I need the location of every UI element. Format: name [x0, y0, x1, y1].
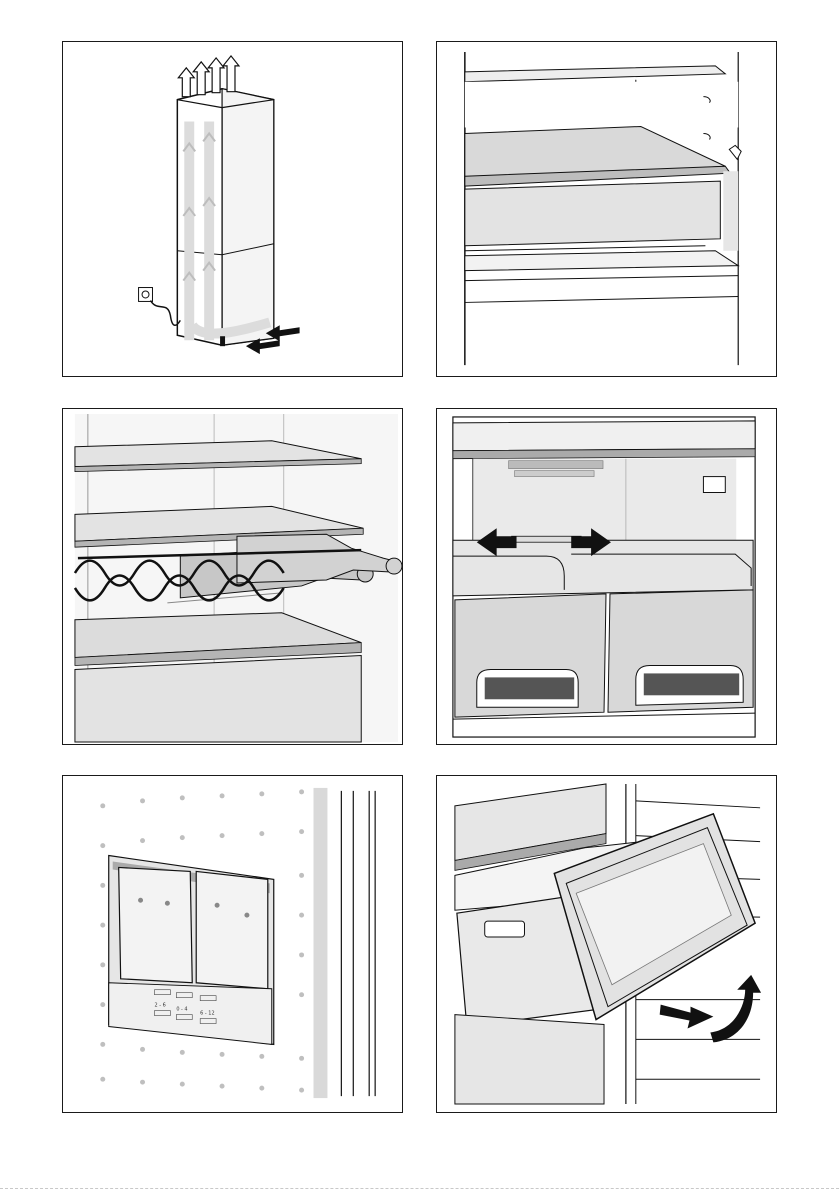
glass-shelf-drawer-icon	[437, 42, 776, 376]
wine-bottle-rack-icon	[63, 409, 402, 744]
remove-drawer-icon	[437, 776, 776, 1112]
refrigerator-ventilation-icon	[63, 42, 402, 376]
panel-remove-drawer	[436, 775, 777, 1113]
panel-glass-shelf	[436, 41, 777, 377]
temperature-control-slider-icon: 2 - 6 0 - 4 6 - 12	[63, 776, 402, 1112]
range-middle-label: 0 - 4	[176, 1007, 187, 1013]
page-bottom-rule	[0, 1188, 839, 1189]
range-right-label: 6 - 12	[200, 1011, 214, 1017]
panel-control-slider: 2 - 6 0 - 4 6 - 12	[62, 775, 403, 1113]
range-left-label: 2 - 6	[154, 1003, 165, 1009]
panel-wine-rack	[62, 408, 403, 745]
panel-ventilation	[62, 41, 403, 377]
divider-slide-icon	[437, 409, 776, 744]
panel-divider	[436, 408, 777, 745]
